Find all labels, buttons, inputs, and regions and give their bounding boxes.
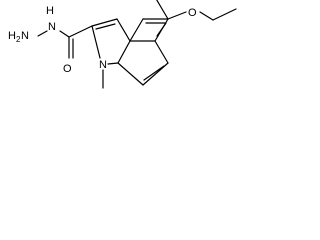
bond-nn [37, 30, 48, 37]
atom-ring-n: N [99, 59, 107, 71]
bond-c5-c6 [156, 0, 169, 20]
atom-h2n-h: H [8, 30, 16, 42]
bond-c7a-n1 [107, 62, 119, 65]
bond-c2-c3-inner [95, 23, 116, 30]
bond-c4-c7 [154, 40, 169, 64]
atom-layer: H 2 N H N O N O [8, 5, 197, 75]
bond-c3a-c7a [117, 40, 131, 64]
bond-c4-c5-inner [156, 22, 167, 37]
bond-layer [37, 0, 237, 89]
atom-h2n-subscript: 2 [16, 35, 21, 44]
bond-c3a-top [129, 18, 144, 42]
bond-carbonyl-c2 [68, 25, 93, 38]
atom-nh-h: H [46, 5, 54, 17]
bond-n-carbonyl [59, 30, 70, 38]
bond-c5-o [167, 11, 187, 20]
bond-c3-c3a [116, 18, 131, 42]
bond-c2-c3 [91, 18, 118, 27]
atom-h2n-n: N [21, 30, 29, 42]
atom-nh-n: N [48, 21, 56, 33]
bond-o-ch2 [199, 11, 214, 21]
bond-ch2-ch3 [212, 8, 237, 21]
bond-c7a-link [117, 62, 144, 86]
bond-n1-c2 [91, 25, 101, 59]
atom-ether-o: O [188, 7, 197, 19]
atom-carbonyl-o: O [63, 63, 72, 75]
chemical-structure: H 2 N H N O N O [8, 0, 237, 89]
bond-c7-c7a-inner [143, 65, 165, 81]
